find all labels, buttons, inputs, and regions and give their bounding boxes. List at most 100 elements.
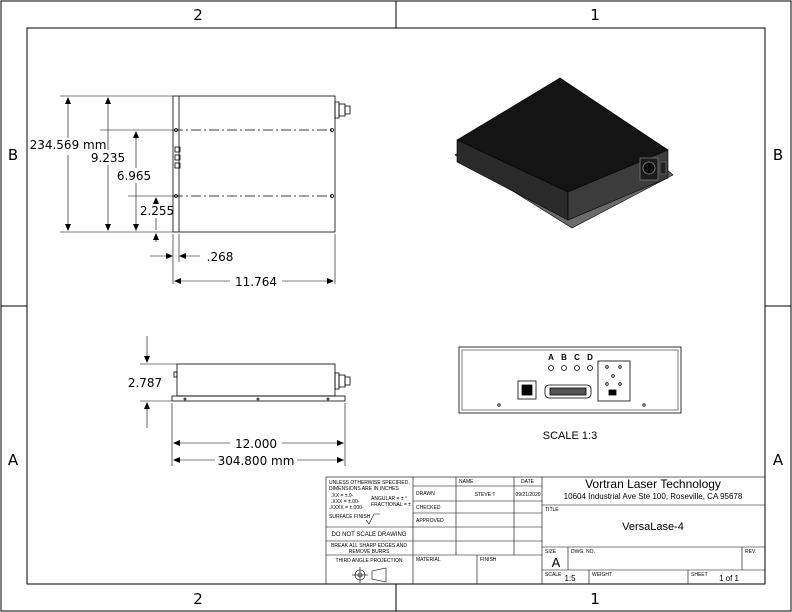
view-scale-label: SCALE 1:3	[543, 430, 597, 442]
rev-label: REV.	[745, 549, 756, 555]
zone-col-label-top-right: 1	[590, 6, 600, 24]
panel-hole-2	[618, 365, 622, 369]
size-label: SIZE	[545, 549, 557, 555]
top-view-arrowheads	[65, 97, 334, 284]
tolerance-note-line3: .XX = ±.0-	[331, 493, 354, 499]
led-a	[548, 365, 554, 371]
drawing-title: VersaLase-4	[622, 521, 684, 533]
iso-connector-jack	[659, 161, 667, 175]
weight-label: WEIGHT	[592, 572, 612, 578]
company-address: 10604 Industrial Ave Ste 100, Roseville,…	[564, 492, 743, 501]
isometric-view	[454, 77, 674, 229]
sheet-label: SHEET	[691, 572, 708, 578]
front-panel-body	[458, 346, 682, 414]
company-name: Vortran Laser Technology	[585, 477, 721, 491]
led-label-d: D	[587, 353, 593, 362]
sheet-size: A	[552, 555, 561, 570]
power-jack	[517, 380, 537, 400]
panel-screw-1	[497, 403, 501, 407]
dwg-no-label: DWG. NO.	[571, 549, 595, 555]
finish-label: FINISH	[480, 557, 497, 563]
material-label: MATERIAL	[416, 557, 441, 563]
side-view-screw-3	[326, 397, 330, 401]
dim-mid-height: 6.965	[117, 169, 151, 183]
usb-port	[608, 389, 617, 396]
checked-label: CHECKED	[416, 505, 441, 511]
dim-overall-height-mm: 234.569 mm	[30, 138, 107, 152]
top-view-connector-body	[338, 103, 346, 117]
top-view-hole-1	[174, 128, 178, 132]
zone-col-label-bottom-right: 1	[590, 590, 600, 608]
panel-screw-2	[642, 403, 646, 407]
side-view	[171, 363, 351, 402]
side-view-connector-base	[334, 372, 340, 390]
name-column-header: NAME	[459, 479, 474, 485]
side-view-connector-tip	[344, 376, 351, 386]
dim-foot-offset: .268	[207, 250, 234, 264]
break-edges-note-line1: BREAK ALL SHARP EDGES AND	[331, 543, 407, 549]
side-view-port	[173, 371, 178, 378]
iso-connector-round	[642, 161, 656, 175]
top-view-hole-2	[174, 194, 178, 198]
top-view-hole-3	[330, 128, 334, 132]
top-view-hole-4	[330, 194, 334, 198]
zone-row-label-right-a: A	[773, 451, 784, 469]
tolerance-note-angular: ANGULAR = ± °	[371, 496, 407, 502]
projection-label: THIRD ANGLE PROJECTION	[336, 558, 403, 564]
drawing-scale: 1:5	[564, 574, 576, 583]
top-view	[172, 95, 351, 233]
tolerance-note-line1: UNLESS OTHERWISE SPECIFIED,	[329, 480, 410, 486]
dim-overall-height-in: 9.235	[91, 151, 125, 165]
top-view-body	[172, 95, 336, 233]
control-panel	[597, 360, 631, 402]
side-view-screw-2	[256, 397, 260, 401]
tolerance-note-fractional: FRACTIONAL = ±	[371, 502, 411, 508]
top-view-connector-base	[334, 101, 340, 119]
side-view-dimensions	[140, 336, 346, 466]
side-view-base-plate	[171, 395, 346, 402]
panel-hole-1	[605, 365, 609, 369]
title-label: TITLE	[545, 507, 559, 513]
drawn-label: DRAWN	[416, 491, 435, 497]
panel-hole-4	[605, 382, 609, 386]
led-label-c: C	[574, 353, 580, 362]
top-view-port-1	[174, 146, 181, 153]
front-panel-view	[458, 346, 682, 414]
top-view-dimensions	[60, 95, 336, 284]
led-c	[574, 365, 580, 371]
title-block	[325, 476, 766, 585]
scale-field-label: SCALE	[545, 572, 562, 578]
tolerance-note-line4: .XXX = ±.00-	[331, 499, 360, 505]
tolerance-note-line5: .XXXX = ±.000-	[329, 505, 364, 511]
dim-inner-width: 11.764	[235, 275, 277, 289]
drawn-date: 09/21/2020	[515, 492, 540, 498]
approved-label: APPROVED	[416, 518, 444, 524]
dim-overall-width-mm: 304.800 mm	[218, 454, 295, 468]
side-view-body	[176, 363, 336, 397]
top-view-port-3	[174, 162, 181, 169]
surface-finish-label: SURFACE FINISH	[329, 514, 371, 520]
break-edges-note-line2: REMOVE BURRS	[349, 549, 390, 555]
zone-row-label-right-b: B	[773, 146, 783, 164]
led-label-a: A	[548, 353, 554, 362]
top-view-port-2	[174, 154, 181, 161]
db25-pins	[549, 387, 587, 396]
drawn-name: STEVE T	[475, 492, 496, 498]
zone-col-label-bottom-left: 2	[193, 590, 203, 608]
date-column-header: DATE	[521, 479, 535, 485]
led-b	[561, 365, 567, 371]
zone-col-label-top-left: 2	[193, 6, 203, 24]
zone-row-label-left-b: B	[8, 146, 18, 164]
tolerance-note-line2: DIMENSIONS ARE IN INCHES	[329, 486, 399, 492]
panel-hole-5	[618, 382, 622, 386]
dim-low-height: 2.255	[140, 204, 174, 218]
db25-connector	[544, 384, 592, 399]
sheet-number: 1 of 1	[719, 574, 740, 583]
side-view-arrowheads	[144, 356, 344, 463]
led-label-b: B	[561, 353, 567, 362]
side-view-screw-1	[183, 397, 187, 401]
top-view-connector-tip	[344, 105, 351, 115]
dim-side-height: 2.787	[128, 376, 162, 390]
side-view-connector-body	[338, 374, 346, 388]
